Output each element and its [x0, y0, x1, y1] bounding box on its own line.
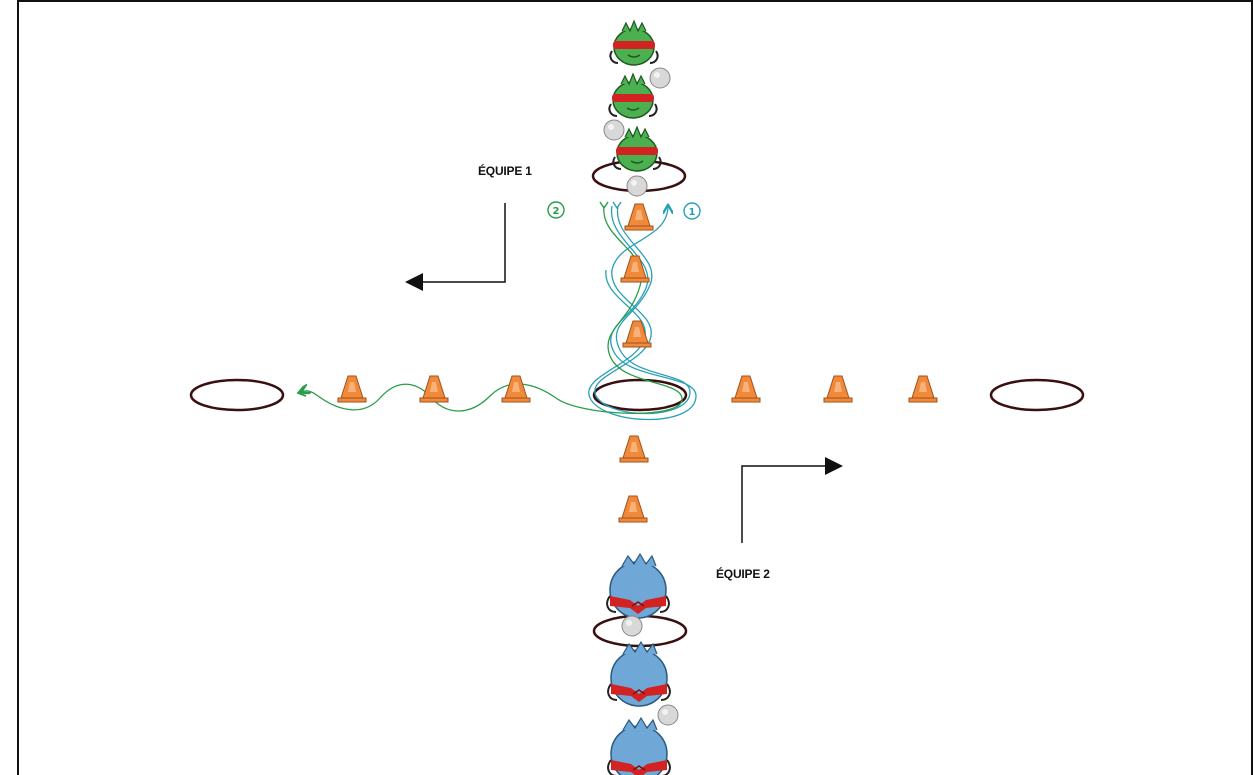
team1-path-1 — [594, 206, 691, 415]
hoop-icon — [989, 378, 1085, 412]
team1-path-2 — [302, 205, 683, 414]
direction-arrow-icon — [405, 203, 506, 291]
cone-icon — [620, 255, 650, 283]
cones — [337, 203, 938, 523]
cone-icon — [823, 375, 853, 403]
ball-icon — [649, 67, 671, 89]
direction-arrow-icon — [741, 457, 843, 543]
hoop-icon — [189, 378, 285, 412]
step2-marker — [547, 201, 565, 219]
cone-icon — [419, 375, 449, 403]
hoop-icon — [592, 378, 688, 412]
direction-arrows — [405, 203, 843, 543]
ball-icon — [603, 119, 625, 141]
cone-icon — [908, 375, 938, 403]
team2-label: ÉQUIPE 2 — [716, 566, 770, 581]
blue-player-icon — [606, 553, 670, 619]
team1-label: ÉQUIPE 1 — [478, 163, 532, 178]
blue-player-icon — [607, 717, 671, 775]
cone-icon — [622, 320, 652, 348]
cone-icon — [624, 203, 654, 231]
blue-player-icon — [607, 641, 671, 707]
green-player-icon — [609, 20, 659, 66]
cone-icon — [337, 375, 367, 403]
step1-label: 1 — [689, 207, 696, 218]
step2-label: 2 — [553, 206, 560, 217]
ball-icon — [621, 615, 643, 637]
diagram-frame — [17, 0, 1253, 775]
cone-icon — [501, 375, 531, 403]
movement-paths — [302, 205, 697, 421]
cone-icon — [731, 375, 761, 403]
team1-players — [603, 20, 671, 197]
step1-marker — [683, 202, 701, 220]
step-markers: 2 1 — [296, 201, 701, 397]
green-player-icon — [608, 73, 658, 119]
ball-icon — [626, 175, 648, 197]
ball-icon — [657, 704, 679, 726]
team2-players — [606, 553, 679, 775]
cone-icon — [618, 495, 648, 523]
cone-icon — [619, 435, 649, 463]
